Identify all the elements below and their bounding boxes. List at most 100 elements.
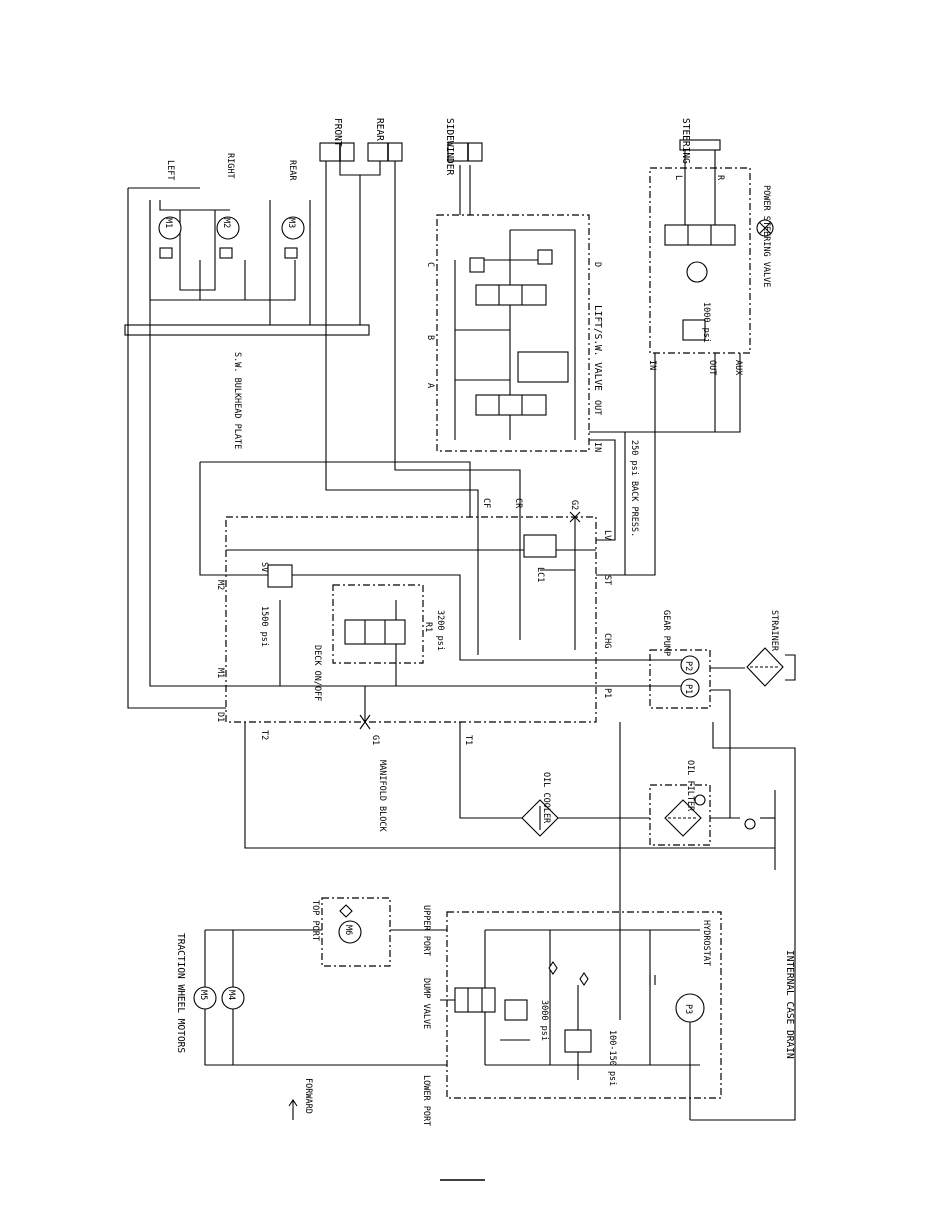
label-lower-port: LOWER PORT [421,1075,431,1126]
oil-filter-boundary [649,784,711,846]
label-oil-filter: OIL FILTER [685,760,695,812]
pump-p1-symbol [680,678,700,698]
label-back-press: 250 psi BACK PRESS. [629,440,639,537]
label-p3: P3 [683,1004,693,1014]
label-forward: FORWARD [303,1078,313,1114]
relief-3000 [504,999,528,1021]
label-3200-psi: 3200 psi [435,610,445,651]
label-pump-p1: P1 [683,684,693,694]
motor-m5-symbol [193,986,217,1010]
label-m4: M4 [226,990,236,1000]
label-steer-l: L [673,175,683,180]
label-right: RIGHT [225,153,235,179]
steering-cylinder [679,139,721,151]
label-m3: M3 [286,218,296,228]
manifold-boundary [225,516,597,723]
relief-100-150 [564,1029,592,1053]
label-m5: M5 [198,990,208,1000]
label-manifold-m1: M1 [215,668,225,678]
lc1-valve [523,534,557,558]
motor-m4-symbol [221,986,245,1010]
label-port-d: D [592,262,602,267]
motor-m2-symbol [216,216,240,240]
label-g1: G1 [370,735,380,745]
label-ps-aux: AUX [733,360,743,376]
label-port-b: B [425,335,435,340]
label-internal-case-drain: INTERNAL CASE DRAIN [784,950,795,1059]
label-m2: M2 [221,218,231,228]
label-manifold-p1: P1 [602,688,612,698]
label-m6: M6 [343,925,353,935]
label-lc1: LC1 [535,567,545,582]
label-manifold-block: MANIFOLD BLOCK [377,760,387,833]
sidewinder-cylinder [447,142,483,162]
label-sidewinder: SIDEWINDER [444,118,455,175]
label-hydrostat: HYDROSTAT [701,920,711,966]
gear-pump-boundary [649,649,711,709]
dump-valve-symbol [454,987,496,1013]
label-1000-psi: 1000 psi [701,302,711,343]
deck-valve-boundary [332,584,424,664]
label-lift-out: OUT [592,400,602,415]
pump-p2-symbol [680,655,700,675]
label-strainer: STRAINER [769,610,779,652]
labels: FRONT REAR SIDEWINDER STEERING LEFT RIGH… [163,118,795,1126]
label-r1: R1 [423,622,433,632]
label-power-steering-valve: POWER STEERING VALVE [761,185,771,287]
label-top-port: TOP PORT [310,900,320,941]
steering-gerotor [686,261,708,283]
check-valve [744,818,756,830]
label-cf: CF [481,498,491,508]
power-steering-boundary [649,167,751,354]
label-gear-pump: GEAR PUMP [661,610,671,656]
lift-check [517,351,569,383]
label-pump-p2: P2 [683,661,693,671]
label-manifold-d1: D1 [215,712,225,722]
label-front: FRONT [332,118,343,147]
label-lift-sw-valve: LIFT/S.W. VALVE [592,305,603,391]
spool-lift [475,394,547,416]
label-steer-r: R [715,175,725,181]
component-symbols [158,139,784,1181]
label-cr: CR [513,498,523,509]
motor-m3-symbol [281,216,305,240]
label-port-a: A [425,383,435,388]
label-dump-valve: DUMP VALVE [421,978,431,1029]
label-rear-cylinder: REAR [374,118,385,141]
label-traction-wheel-motors: TRACTION WHEEL MOTORS [175,933,186,1053]
pump-p3-symbol [675,993,705,1023]
front-cylinder [319,142,355,162]
top-port-boundary [321,897,391,967]
label-manifold-m2: M2 [215,580,225,590]
label-1500-psi: 1500 psi [259,606,269,647]
label-deck-on-off: DECK ON/OFF [312,645,322,701]
steering-spool [664,224,736,246]
label-sv: SV [259,562,269,572]
label-lift-in: IN [592,442,602,452]
label-rear-motor: REAR [287,160,297,181]
label-port-c: C [425,262,435,267]
label-chg: CHG [602,633,612,648]
label-t2: T2 [259,730,269,740]
label-3000-psi: 3000 psi [539,1000,549,1041]
spool-sidewinder [475,284,547,306]
label-m1: M1 [163,218,173,228]
label-t1: T1 [463,735,473,745]
label-lv: LV [602,530,612,540]
motor-m6-symbol [338,920,362,944]
label-st: ST [602,575,612,585]
rear-cylinder [367,142,403,162]
label-ps-in: IN [647,360,657,370]
component-boundaries [225,167,751,1099]
label-100-150-psi: 100-150 psi [607,1030,617,1086]
label-left: LEFT [165,160,175,180]
label-oil-cooler: OIL COOLER [541,772,551,824]
steering-relief [682,319,706,341]
deck-valve [344,619,406,645]
bulkhead-plate [124,324,370,336]
label-upper-port: UPPER PORT [421,905,431,956]
label-ps-out: OUT [707,360,717,375]
label-g2: G2 [569,500,579,510]
lift-valve-boundary [436,214,590,452]
